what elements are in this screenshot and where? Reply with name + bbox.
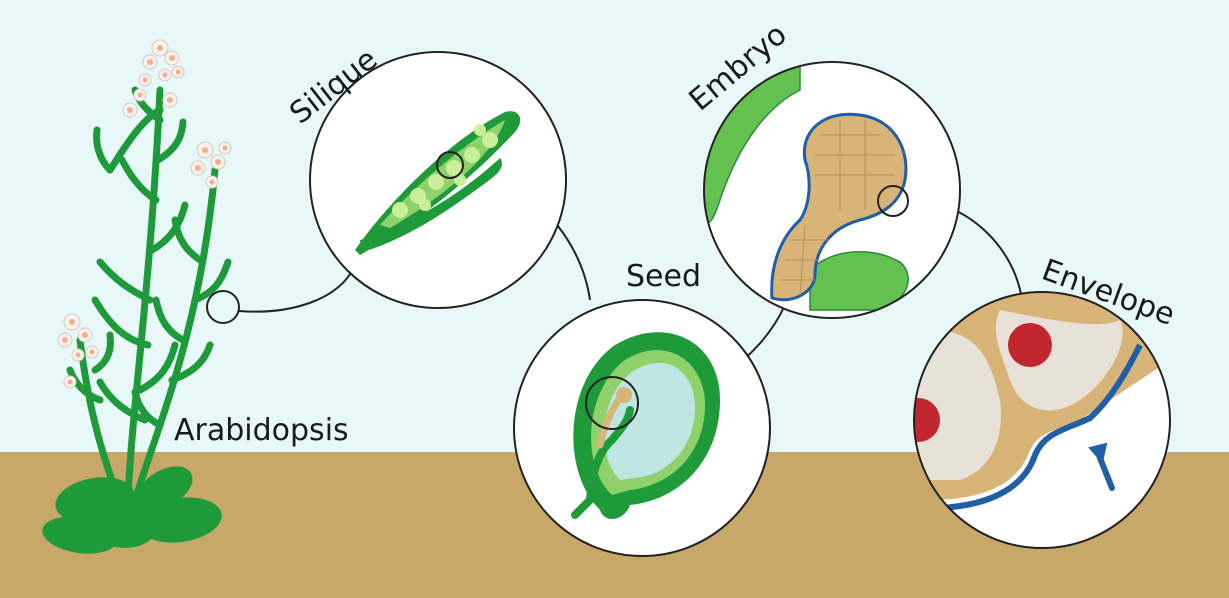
label-arabidopsis: Arabidopsis: [174, 413, 349, 448]
seed-zoom-circle: [514, 300, 770, 556]
label-seed: Seed: [626, 259, 701, 294]
